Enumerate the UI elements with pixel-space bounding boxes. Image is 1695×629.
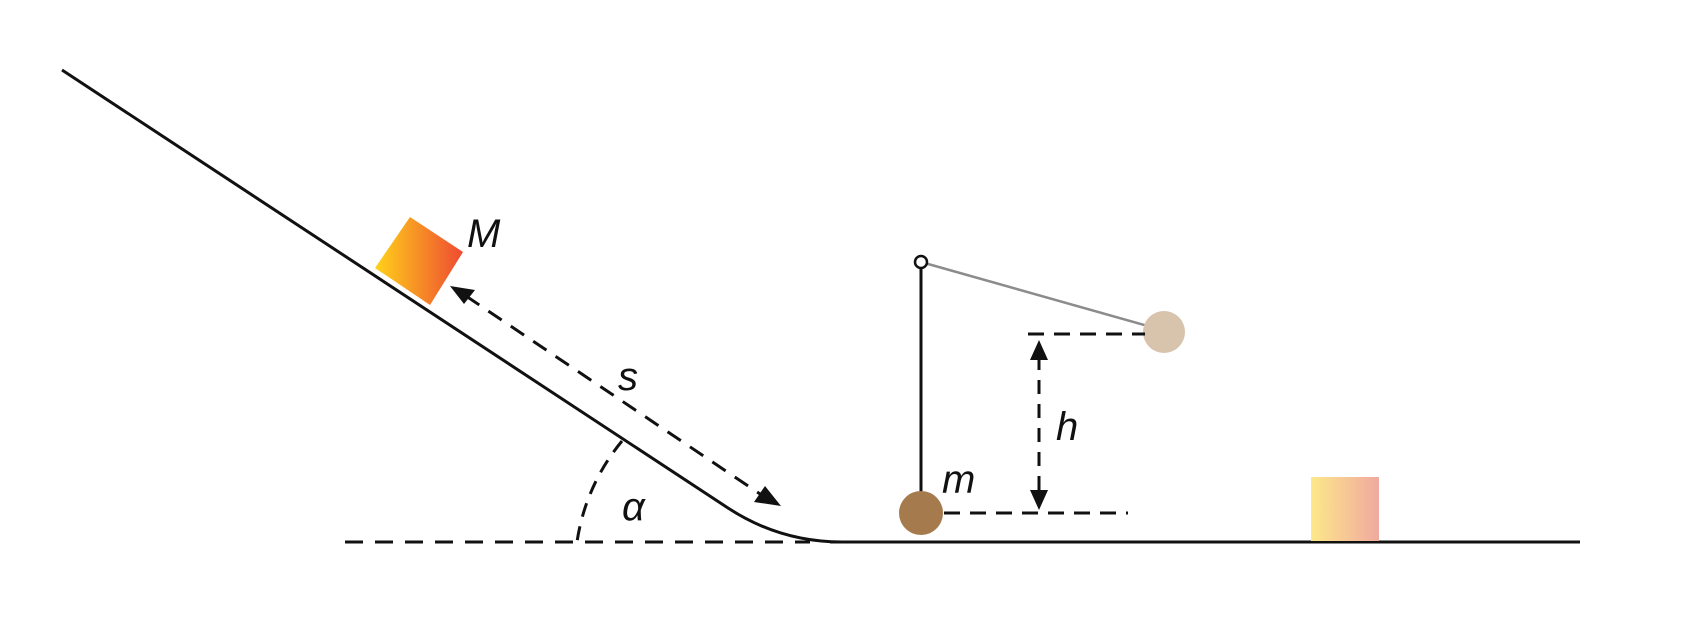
height-arrowhead-top (1030, 340, 1048, 360)
faded-block (1311, 477, 1379, 541)
block-M (375, 217, 463, 305)
label-s: s (618, 355, 638, 399)
inclined-plane (61, 68, 843, 544)
distance-arrowhead-top (450, 286, 475, 304)
label-h: h (1056, 405, 1078, 449)
pendulum-ball-rest (899, 491, 943, 535)
label-alpha: α (622, 485, 646, 529)
angle-arc (575, 440, 624, 543)
pendulum-pivot (913, 254, 929, 270)
label-m: m (942, 458, 975, 502)
pendulum-string (920, 260, 1163, 332)
pendulum-ball-raised (1143, 311, 1185, 353)
distance-arrowhead-bottom (754, 486, 781, 506)
height-arrowhead-bottom (1030, 490, 1048, 510)
distance-arrow-line (465, 294, 764, 498)
label-M: M (467, 212, 501, 256)
